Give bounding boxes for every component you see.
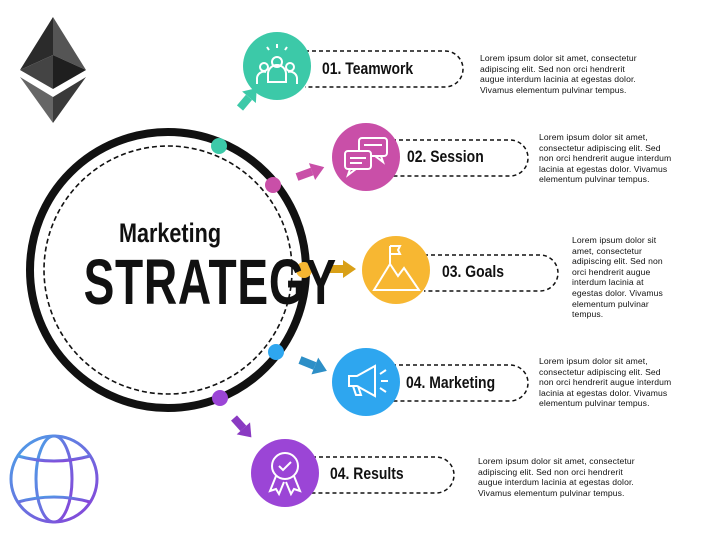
desc-line: orci hendrerit augue (572, 266, 651, 277)
label-pill (312, 456, 455, 494)
step-goals (296, 236, 559, 304)
desc-line: interdum lacinia at (572, 277, 644, 288)
desc-line: adipiscing elit. Sed non orci hendrerit (480, 63, 625, 74)
step-label-session: 02. Session (407, 147, 484, 166)
desc-line: adipiscing elit. Sed non orci hendrerit (478, 466, 623, 477)
desc-line: augue interdum lacinia at egestas dolor. (480, 74, 636, 85)
desc-line: Lorem ipsum dolor sit amet, consectetur (478, 456, 635, 466)
desc-line: Lorem ipsum dolor sit amet, (539, 132, 648, 142)
icon-circle (251, 439, 319, 507)
icon-circle (332, 348, 400, 416)
team-icon (256, 44, 298, 84)
label-pill (305, 50, 464, 88)
arrow-icon (236, 88, 257, 111)
mountain-flag-icon (372, 245, 421, 291)
megaphone-icon (348, 364, 388, 398)
desc-line: augue interdum lacinia at egestas dolor. (478, 477, 634, 488)
label-pill (392, 139, 529, 177)
icon-circle (362, 236, 430, 304)
globe-icon (9, 434, 99, 524)
chat-bubbles-icon (344, 137, 388, 178)
desc-line: consectetur adipiscing elit. Sed (539, 366, 661, 377)
desc-line: lacinia at egestas dolor. Vivamus (539, 387, 668, 398)
desc-line: elementum pulvinar (572, 298, 649, 309)
title-line-2: STRATEGY (83, 246, 337, 318)
ethereum-logo (20, 17, 86, 123)
arrow-icon (298, 356, 327, 375)
desc-line: elementum pulvinar tempus. (539, 174, 650, 185)
connector-dot (265, 177, 281, 193)
step-desc-results: Lorem ipsum dolor sit amet, consectetur … (478, 456, 635, 498)
step-session (265, 123, 529, 193)
desc-line: non orci hendrerit augue interdum (539, 377, 672, 388)
desc-line: lacinia at egestas dolor. Vivamus (539, 163, 668, 174)
desc-line: egestas dolor. Vivamus (572, 287, 663, 298)
connector-dot (211, 138, 227, 154)
step-label-teamwork: 01. Teamwork (322, 59, 414, 78)
desc-line: Lorem ipsum dolor sit amet, consectetur (480, 53, 637, 63)
desc-line: non orci hendrerit augue interdum (539, 153, 672, 164)
step-desc-marketing: Lorem ipsum dolor sit amet, consectetur … (539, 356, 671, 409)
inner-dashed-ring (43, 145, 293, 395)
desc-line: adipiscing elit. Sed non (572, 256, 663, 267)
step-desc-session: Lorem ipsum dolor sit amet, consectetur … (539, 132, 671, 185)
arrow-icon (231, 415, 252, 438)
desc-line: elementum pulvinar tempus. (539, 398, 650, 409)
desc-line: consectetur adipiscing elit. Sed (539, 142, 661, 153)
step-label-results: 04. Results (330, 464, 404, 483)
step-teamwork (211, 32, 464, 154)
award-badge-icon (268, 452, 302, 497)
connector-dot (268, 344, 284, 360)
step-label-goals: 03. Goals (442, 262, 504, 281)
connector-dot (212, 390, 228, 406)
desc-line: Lorem ipsum dolor sit amet, (539, 356, 648, 366)
desc-line: Vivamus elementum pulvinar tempus. (480, 84, 627, 95)
label-pill (424, 254, 559, 292)
arrow-icon (295, 163, 325, 181)
desc-line: tempus. (572, 309, 604, 320)
step-results (212, 390, 455, 507)
step-desc-goals: Lorem ipsum dolor sit amet, consectetur … (572, 235, 663, 320)
step-desc-teamwork: Lorem ipsum dolor sit amet, consectetur … (480, 53, 637, 95)
connector-dot (296, 262, 312, 278)
title-line-1: Marketing (118, 218, 222, 248)
desc-line: amet, consectetur (572, 245, 643, 256)
step-marketing (268, 344, 529, 416)
step-label-marketing: 04. Marketing (406, 373, 496, 392)
desc-line: Vivamus elementum pulvinar tempus. (478, 487, 625, 498)
arrow-icon (327, 260, 356, 278)
label-pill (392, 364, 529, 402)
desc-line: Lorem ipsum dolor sit (572, 235, 657, 245)
